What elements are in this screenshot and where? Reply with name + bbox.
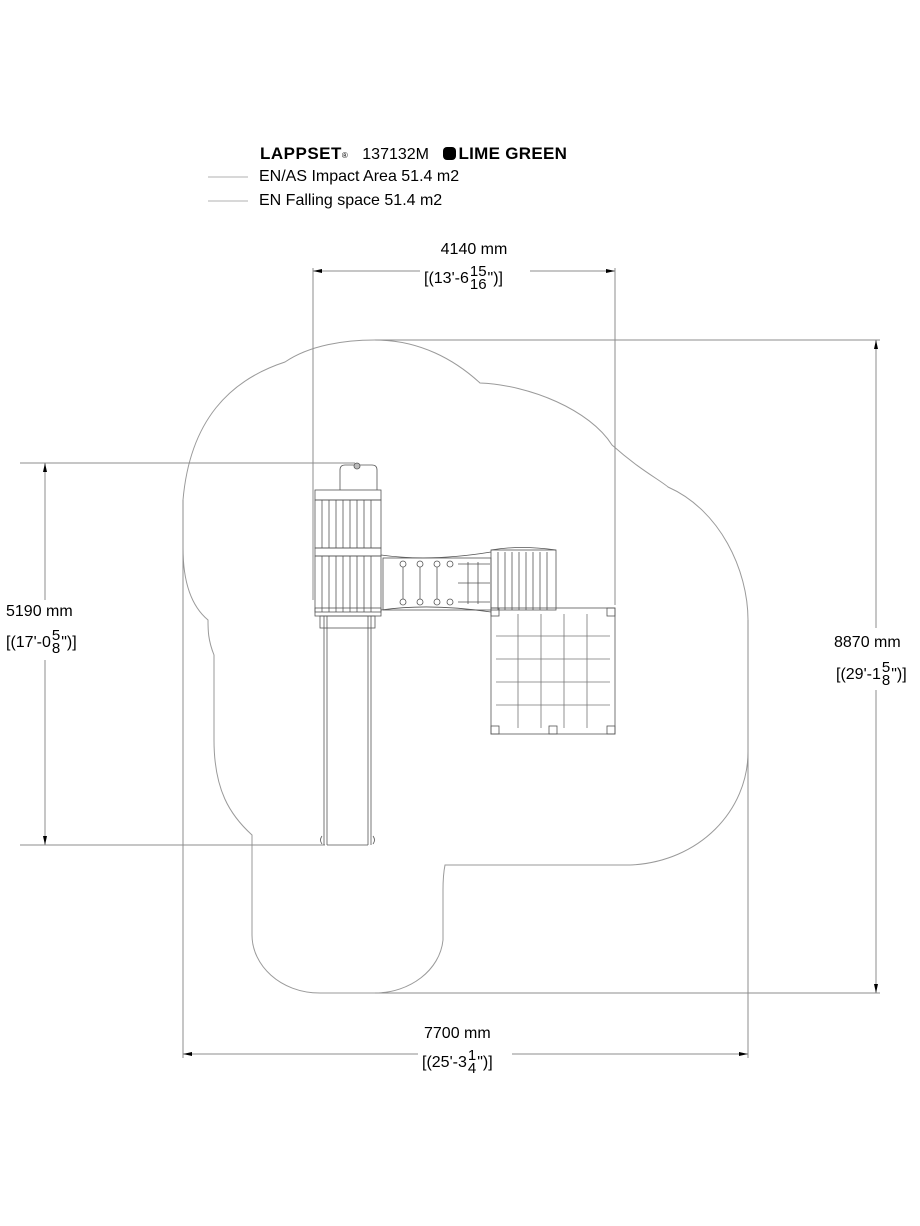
dimension-lines <box>20 176 880 1058</box>
dim-right-height-mm: 8870 mm <box>834 634 901 651</box>
imperial-suffix: ")] <box>891 665 907 683</box>
frac-num: 1 <box>467 1047 477 1064</box>
registered-mark: ® <box>341 151 348 160</box>
imperial-prefix: [(25'-3 <box>422 1053 467 1071</box>
frac-num: 5 <box>881 659 891 676</box>
imperial-suffix: ")] <box>61 633 77 651</box>
frac-num: 5 <box>51 627 61 644</box>
frac-den: 4 <box>467 1059 477 1077</box>
imperial-suffix: ")] <box>487 269 503 287</box>
frac-den: 16 <box>469 275 487 293</box>
dim-left-height-mm: 5190 mm <box>6 603 73 620</box>
imperial-prefix: [(13'-6 <box>424 269 469 287</box>
header: LAPPSET® 137132M LIME GREEN <box>260 144 567 164</box>
frac-num: 15 <box>469 263 487 280</box>
dim-bottom-width-mm: 7700 mm <box>424 1025 491 1042</box>
frac-den: 8 <box>51 639 61 657</box>
color-dot-icon <box>443 147 457 160</box>
brand-logo: LAPPSET <box>260 144 342 163</box>
imperial-prefix: [(17'-0 <box>6 633 51 651</box>
dimension-arrows <box>43 269 878 1056</box>
legend-falling-space: EN Falling space 51.4 m2 <box>259 192 443 209</box>
product-code: 137132M <box>362 146 429 163</box>
color-name: LIME GREEN <box>458 144 568 163</box>
imperial-prefix: [(29'-1 <box>836 665 881 683</box>
impact-area-outline <box>182 339 749 994</box>
playground-equipment <box>314 462 616 846</box>
legend-impact-area: EN/AS Impact Area 51.4 m2 <box>259 168 460 185</box>
imperial-suffix: ")] <box>477 1053 493 1071</box>
frac-den: 8 <box>881 671 891 689</box>
dim-top-width-mm: 4140 mm <box>440 241 508 258</box>
